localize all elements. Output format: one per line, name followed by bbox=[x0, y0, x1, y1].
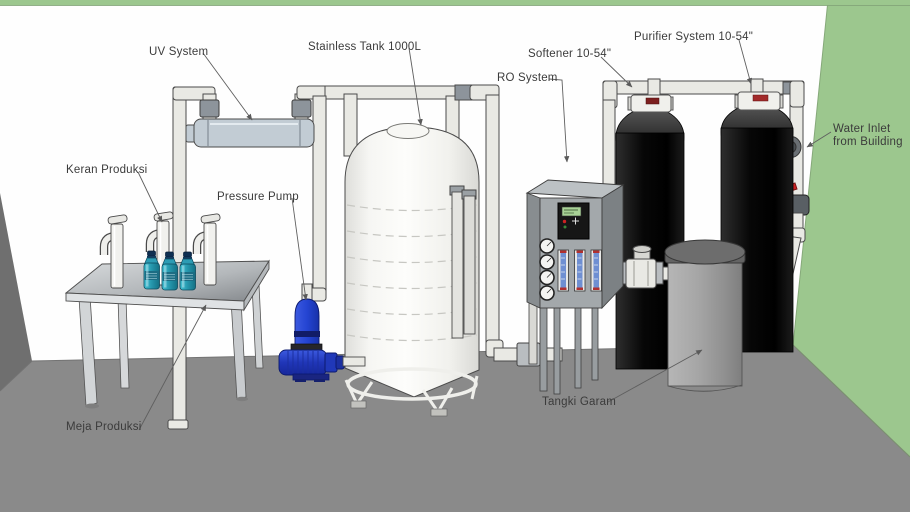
salt-tank bbox=[664, 239, 746, 392]
label-uv-system: UV System bbox=[149, 46, 209, 58]
bottle bbox=[179, 251, 196, 291]
ro-pressure-gauges bbox=[539, 238, 555, 301]
water-bottles bbox=[143, 250, 196, 291]
label-keran-produksi: Keran Produksi bbox=[66, 164, 148, 176]
faucet bbox=[192, 213, 221, 286]
faucet bbox=[99, 214, 128, 289]
tank-lid bbox=[386, 123, 430, 139]
tank-legs bbox=[344, 367, 479, 413]
ro-control-panel bbox=[557, 202, 590, 240]
ro-led-red bbox=[562, 219, 567, 224]
label-ro-system: RO System bbox=[497, 72, 558, 84]
label-water-inlet: Water Inlet from Building bbox=[833, 123, 903, 149]
bottle bbox=[161, 251, 178, 291]
label-stainless-tank: Stainless Tank 1000L bbox=[308, 41, 422, 53]
ro-led-green bbox=[563, 225, 567, 229]
purifier-valve-head bbox=[734, 91, 784, 111]
callout-leader-lines bbox=[137, 39, 832, 431]
ro-lcd-display bbox=[561, 206, 582, 217]
stainless-tank bbox=[344, 123, 480, 417]
ro-system-unit bbox=[525, 179, 625, 395]
label-softener: Softener 10-54" bbox=[528, 48, 612, 60]
softener-valve-head bbox=[627, 94, 674, 113]
uv-system-unit bbox=[185, 99, 315, 148]
label-water-inlet-line2: from Building bbox=[833, 136, 903, 148]
label-meja-produksi: Meja Produksi bbox=[66, 421, 142, 433]
label-purifier: Purifier System 10-54" bbox=[634, 31, 754, 43]
label-water-inlet-line1: Water Inlet bbox=[833, 123, 891, 135]
ro-flow-meters bbox=[557, 249, 602, 292]
ro-membrane-housings bbox=[449, 185, 477, 339]
label-pressure-pump: Pressure Pump bbox=[217, 191, 299, 203]
purifier-tank bbox=[720, 91, 794, 353]
main-piping bbox=[167, 84, 563, 430]
bottle bbox=[143, 250, 160, 290]
pressure-pump-unit bbox=[278, 298, 366, 382]
label-tangki-garam: Tangki Garam bbox=[542, 396, 616, 408]
